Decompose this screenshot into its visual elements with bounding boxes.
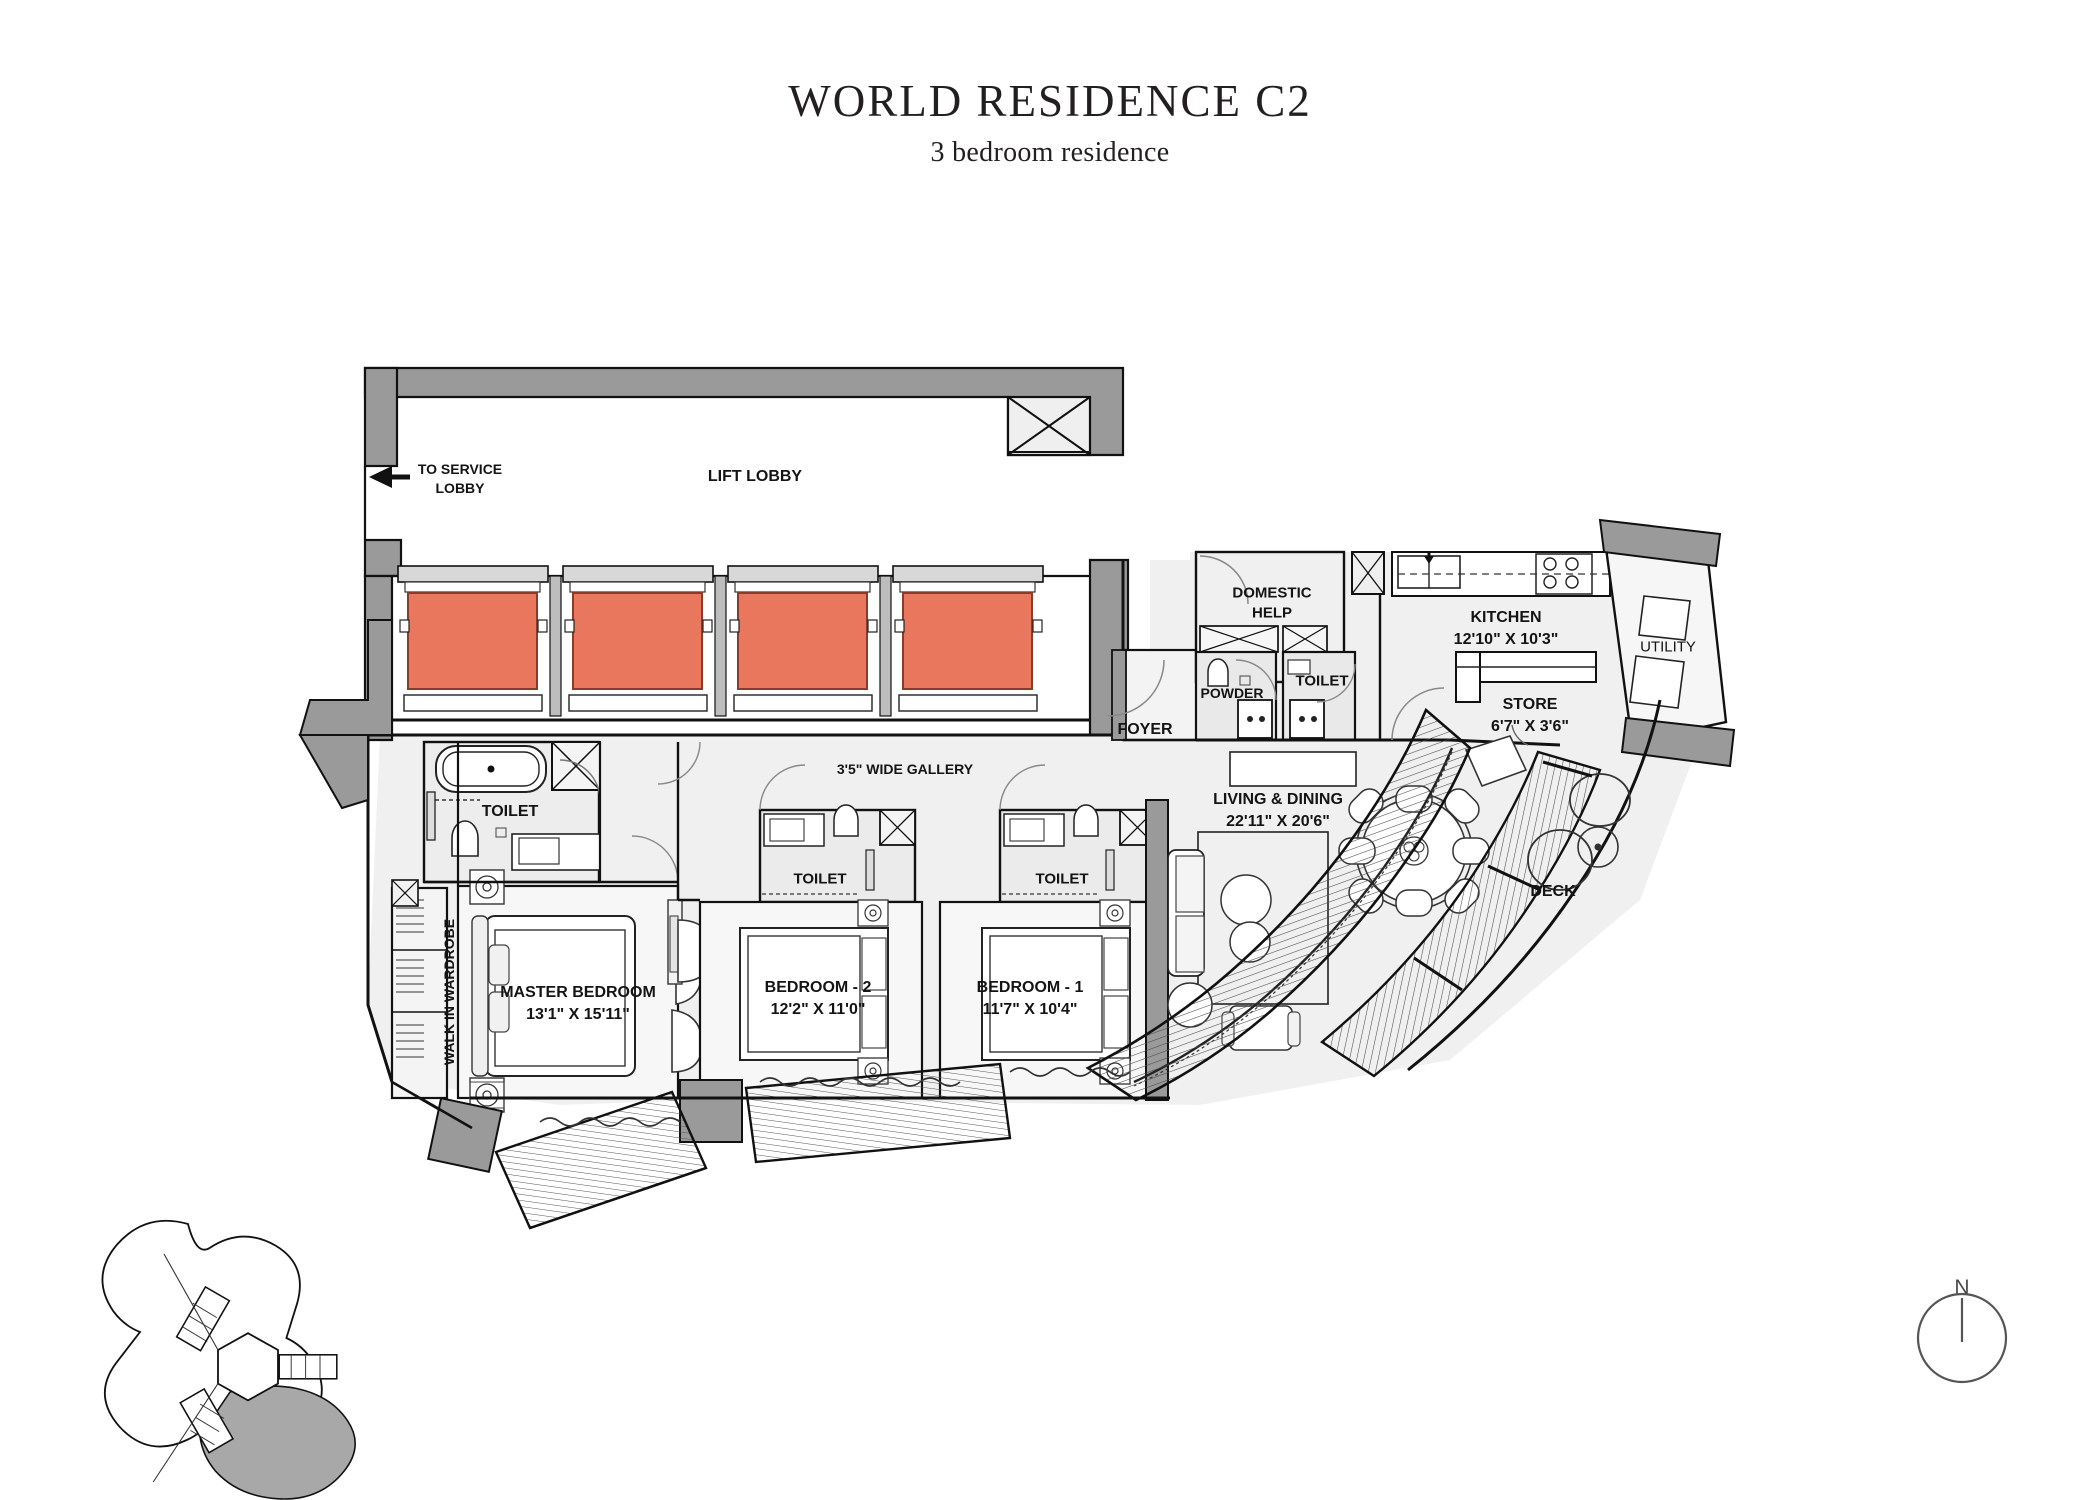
label-lift-lobby: LIFT LOBBY [707,468,803,486]
label-toilet-2: TOILET [793,870,847,888]
page-subtitle: 3 bedroom residence [930,137,1170,169]
label-bedroom-2-dimensions: 12'2" X 11'0" [770,1001,866,1019]
label-toilet-1: TOILET [1035,870,1089,888]
label-domestic-help-2: HELP [1251,604,1293,622]
label-store: STORE [1502,696,1558,714]
key-plan [101,1219,356,1500]
utility-room [1598,518,1736,768]
label-foyer: FOYER [1117,721,1173,739]
page-title: WORLD RESIDENCE C2 [788,76,1312,126]
north-compass-icon [1916,1292,2008,1384]
kitchen [1375,551,1611,742]
label-gallery: 3'5" WIDE GALLERY [836,761,974,778]
powder-room [1194,650,1278,742]
label-kitchen: KITCHEN [1470,609,1542,627]
west-wall-wedge [298,734,369,810]
deck [1085,699,1662,1102]
label-bedroom-1-dimensions: 11'7" X 10'4" [982,1001,1078,1019]
toilet-2 [758,764,917,904]
label-living-dining: LIVING & DINING [1213,791,1343,809]
bedroom-2 [698,899,924,1100]
label-bedroom-2: BEDROOM - 2 [764,979,872,997]
to-service-lobby-arrow-icon [369,466,410,488]
label-toilet-master: TOILET [481,803,539,821]
master-bedroom [456,869,703,1113]
south-balconies [391,1062,1131,1230]
label-to-service-lobby-1: TO SERVICE [417,461,503,478]
label-to-service-lobby-2: LOBBY [435,480,485,497]
lift-cab [892,565,1044,712]
toilet-1 [998,764,1157,904]
label-powder: POWDER [1200,685,1264,702]
label-master-bedroom-dimensions: 13'1" X 15'11" [526,1006,630,1024]
label-walk-in-wardrobe: WALK IN WARDROBE [441,918,458,1066]
label-bedroom-1: BEDROOM - 1 [976,979,1084,997]
title-block: WORLD RESIDENCE C2 3 bedroom residence [0,76,2100,169]
west-core-wall [298,619,393,736]
label-toilet-powder: TOILET [1295,672,1349,690]
label-master-bedroom: MASTER BEDROOM [500,984,656,1002]
label-kitchen-dimensions: 12'10" X 10'3" [1453,631,1559,649]
master-toilet [422,740,601,884]
lift-cab [727,565,879,712]
label-living-dining-dimensions: 22'11" X 20'6" [1226,813,1330,831]
lift-cab-bank [397,565,1044,717]
bedroom-1 [938,799,1169,1101]
lift-cab [562,565,714,712]
walk-in-wardrobe [390,879,449,1100]
label-domestic-help-1: DOMESTIC [1232,584,1312,602]
label-store-dimensions: 6'7" X 3'6" [1491,718,1569,736]
label-utility: UTILITY [1640,638,1696,656]
service-toilet [1196,650,1375,742]
north-label: N [1954,1276,1970,1299]
lift-cab [397,565,549,712]
label-deck: DECK [1530,883,1576,901]
